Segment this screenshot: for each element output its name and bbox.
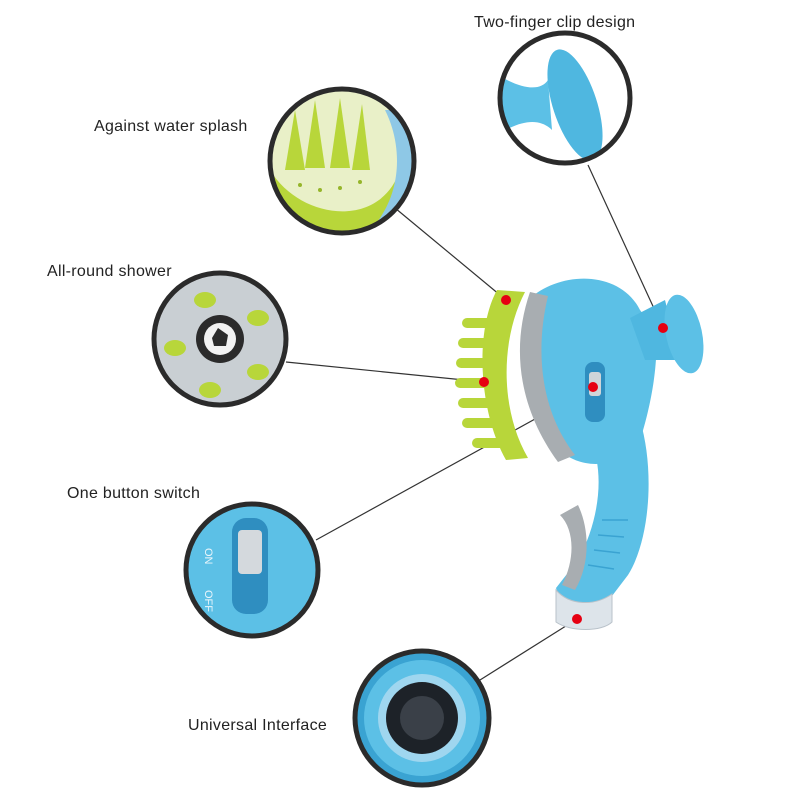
detail-switch-circle: ON OFF [183,501,321,639]
brush-bristles [455,318,508,448]
connector-shower [285,361,485,383]
connector-splash [394,207,507,301]
connector-iface [479,618,578,681]
marker-shower [479,377,489,387]
connector-clip [587,164,664,329]
handle-ridges [587,519,628,570]
pet-shower-product [455,278,704,630]
red-markers [479,295,668,624]
green-brush-rim [482,290,528,460]
interface-cap [555,588,613,630]
marker-clip [658,323,668,333]
label-all-round-shower: All-round shower [47,263,172,280]
label-two-finger-clip: Two-finger clip design [474,14,636,31]
label-universal-interface: Universal Interface [188,717,328,734]
label-one-button-switch: One button switch [67,485,201,502]
detail-clip-circle [497,30,633,166]
detail-splash-circle [267,86,417,236]
marker-splash [501,295,511,305]
gray-band [519,292,575,462]
two-finger-clip [664,294,704,374]
label-against-water-splash: Against water splash [94,118,248,135]
handle-grip-gray [560,505,587,590]
svg-text:ON: ON [202,548,214,565]
detail-iface-circle [352,648,492,788]
detail-shower-circle [151,270,289,408]
marker-iface [572,614,582,624]
svg-text:OFF: OFF [202,590,214,612]
marker-switch [588,382,598,392]
